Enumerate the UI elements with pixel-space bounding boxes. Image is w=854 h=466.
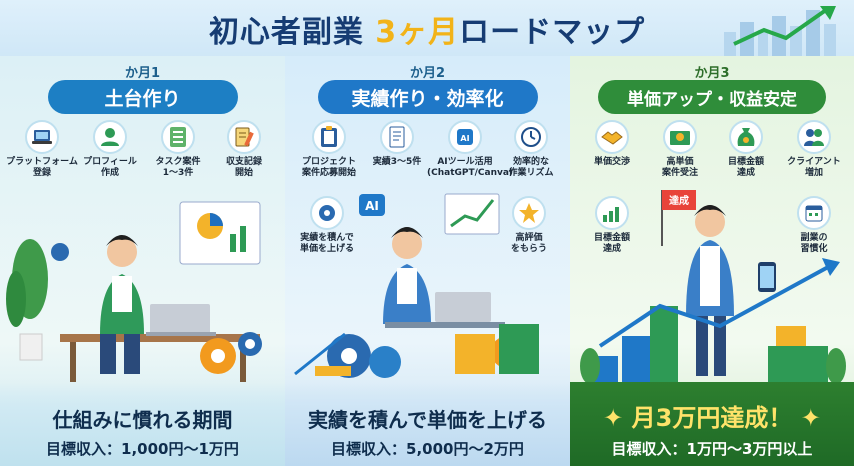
phase-heading: 仕組みに慣れる期間 [52, 408, 233, 432]
phase-panel-2: か月2 実績作り・効率化 プロジェクト 案件応募開始 実績3〜5件 AI AIツ… [285, 56, 570, 466]
phase-panel-1: か月1 土台作り プラットフォーム 登録 プロフィール 作成 タスク案件 1〜3… [0, 56, 285, 466]
task-item: 高評価 をもらう [491, 196, 567, 255]
success-illustration: 達成 [580, 190, 846, 386]
month-label: か月3 [694, 66, 730, 81]
profile-icon [93, 120, 127, 154]
month-label: か月2 [409, 66, 446, 81]
phase-summary: 仕組みに慣れる期間 目標収入：1,000円〜1万円 [0, 382, 285, 466]
task-label: 目標金額 達成 [727, 157, 764, 178]
task-item: 収支記録 開始 [206, 120, 282, 179]
svg-text:AI: AI [460, 134, 469, 143]
growth-skyline-icon [724, 6, 836, 58]
money-envelope-icon [663, 120, 697, 154]
star-icon [512, 196, 546, 230]
workspace-illustration [6, 201, 262, 382]
task-label: 実績を積んで 単価を上げる [299, 233, 354, 254]
laptop-icon [25, 120, 59, 154]
month-label: か月1 [124, 66, 161, 81]
task-label: 実績3〜5件 [372, 157, 422, 167]
task-item: プロフィール 作成 [72, 120, 148, 179]
task-label: 効率的な 作業リズム [508, 157, 554, 178]
task-list-icon [161, 120, 195, 154]
task-label: 収支記録 開始 [225, 157, 262, 178]
task-label: 高評価 をもらう [510, 233, 547, 254]
task-item: 効率的な 作業リズム [493, 120, 569, 179]
notebook-pen-icon [227, 120, 261, 154]
income-target: 目標収入：1万円〜3万円以上 [611, 440, 813, 458]
income-target: 目標収入：5,000円〜2万円 [331, 440, 524, 458]
task-item: 実績を積んで 単価を上げる [289, 196, 365, 255]
task-item: AI AIツール活用 (ChatGPT/Canva) [427, 120, 514, 179]
clipboard-icon [312, 120, 346, 154]
task-label: 高単価 案件受注 [661, 157, 698, 178]
task-item: プラットフォーム 登録 [4, 120, 80, 179]
achievement-flag: 達成 [669, 194, 689, 207]
task-label: タスク案件 1〜3件 [155, 157, 201, 178]
task-label: プラットフォーム 登録 [6, 157, 78, 178]
task-item: 高単価 案件受注 [642, 120, 718, 179]
task-label: プロジェクト 案件応募開始 [301, 157, 356, 178]
gear-icon [310, 196, 344, 230]
task-label: プロフィール 作成 [83, 157, 137, 178]
handshake-icon [595, 120, 629, 154]
task-item: 副業の 習慣化 [776, 196, 852, 255]
header-banner: 初心者副業 3ヶ月ロードマップ [0, 0, 854, 58]
task-label: 副業の 習慣化 [800, 233, 828, 254]
task-item: プロジェクト 案件応募開始 [291, 120, 367, 179]
page-title: 初心者副業 3ヶ月ロードマップ [209, 7, 645, 51]
calendar-icon [797, 196, 831, 230]
document-icon [380, 120, 414, 154]
task-item: 実績3〜5件 [359, 120, 435, 168]
task-label: 単価交渉 [593, 157, 630, 167]
task-item: 単価交渉 [574, 120, 650, 168]
money-bag-icon [729, 120, 763, 154]
task-item: タスク案件 1〜3件 [140, 120, 216, 179]
title-main: 初心者副業 [208, 15, 376, 50]
phase-heading: 実績を積んで単価を上げる [308, 408, 547, 432]
stage-pill: 実績作り・効率化 [317, 80, 538, 114]
income-target: 目標収入：1,000円〜1万円 [46, 440, 239, 458]
task-item: クライアント 増加 [776, 120, 852, 179]
title-accent: 3ヶ月 [375, 15, 460, 50]
stage-pill: 土台作り [47, 80, 238, 114]
ai-chip-icon: AI [448, 120, 482, 154]
ai-badge: AI [365, 199, 379, 213]
phase-heading: ✦ 月3万円達成！ ✦ [603, 404, 821, 432]
stage-pill: 単価アップ・収益安定 [598, 80, 826, 114]
ai-workspace-illustration: AI [294, 193, 539, 378]
task-item: 目標金額 達成 [708, 120, 784, 179]
phase-summary: 実績を積んで単価を上げる 目標収入：5,000円〜2万円 [285, 382, 570, 466]
task-item: 目標金額 達成 [574, 196, 650, 255]
growth-chart-icon [595, 196, 629, 230]
task-label: クライアント 増加 [787, 157, 841, 178]
task-label: 目標金額 達成 [593, 233, 630, 254]
phase-summary: ✦ 月3万円達成！ ✦ 目標収入：1万円〜3万円以上 [570, 382, 854, 466]
title-rest: ロードマップ [459, 15, 646, 50]
clients-icon [797, 120, 831, 154]
phase-panel-3: か月3 単価アップ・収益安定 単価交渉 高単価 案件受注 目標金額 達成 クライ… [570, 56, 854, 466]
task-label: AIツール活用 (ChatGPT/Canva) [427, 157, 514, 178]
clock-icon [514, 120, 548, 154]
